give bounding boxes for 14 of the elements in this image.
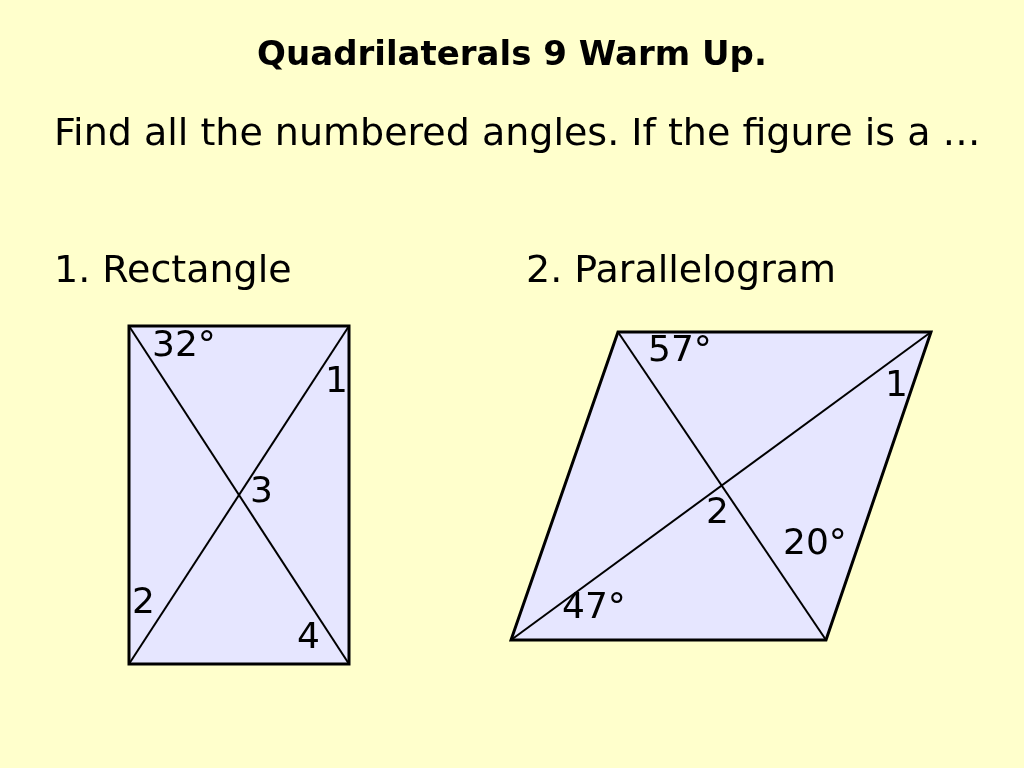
title: Quadrilaterals 9 Warm Up.	[256, 32, 768, 75]
angle-label: 57°	[648, 331, 712, 367]
angle-label: 2	[706, 493, 729, 529]
angle-label: 4	[297, 618, 320, 654]
angle-label: 1	[885, 366, 908, 402]
angle-label: 47°	[562, 588, 626, 624]
instruction-text: Find all the numbered angles. If the figure is a …	[54, 109, 981, 156]
angle-label: 32°	[152, 326, 216, 362]
angle-label: 20°	[783, 524, 847, 560]
angle-label: 1	[325, 362, 348, 398]
angle-label: 2	[132, 583, 155, 619]
problem-heading: 1. Rectangle	[54, 246, 292, 293]
angle-label: 3	[250, 472, 273, 508]
problem-heading: 2. Parallelogram	[526, 246, 837, 293]
